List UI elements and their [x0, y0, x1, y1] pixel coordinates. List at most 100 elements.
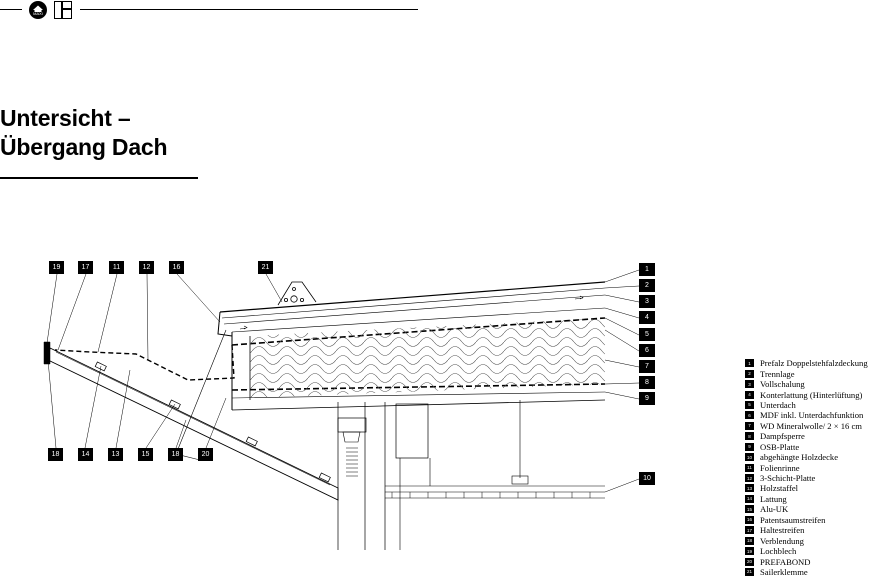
title-underline	[0, 177, 198, 179]
svg-text:18: 18	[172, 451, 180, 458]
legend-number: 20	[745, 557, 754, 566]
legend-number: 6	[745, 411, 754, 420]
legend-number: 2	[745, 369, 754, 378]
svg-text:2: 2	[645, 282, 649, 289]
svg-text:17: 17	[82, 264, 90, 271]
legend-number: 7	[745, 421, 754, 430]
callout-tag: 19	[49, 261, 64, 274]
svg-text:5: 5	[645, 331, 649, 338]
layer-separation	[221, 287, 606, 319]
page-title-line2: Übergang Dach	[0, 134, 168, 160]
legend-label: Holzstaffel	[760, 483, 799, 494]
callout-tag: 7	[639, 360, 655, 373]
callout-tag: 16	[169, 261, 184, 274]
legend-label: Trennlage	[760, 368, 795, 379]
legend-item: 2 Trennlage	[745, 368, 872, 379]
legend-label: Prefalz Doppelstehfalzdeckung	[760, 358, 868, 369]
callout-tag: 3	[639, 295, 655, 308]
legend-number: 12	[745, 474, 754, 483]
legend-label: OSB-Platte	[760, 441, 800, 452]
callout-tag: 2	[639, 279, 655, 292]
legend-item: 9 OSB-Platte	[745, 442, 872, 452]
callout-tags-right: 1 2 3 4 5 6 7 8 9 10	[639, 263, 655, 485]
svg-text:12: 12	[143, 264, 151, 271]
legend-label: Haltestreifen	[760, 525, 805, 536]
header-line-left	[0, 9, 22, 10]
legend-label: Alu-UK	[760, 504, 789, 515]
legend-number: 5	[745, 400, 754, 409]
legend-number: 4	[745, 390, 754, 399]
ventilation-arrow	[574, 295, 584, 300]
callout-tag: 5	[639, 328, 655, 341]
legend-item: 7 WD Mineralwolle/ 2 × 16 cm	[745, 421, 872, 431]
legend-label: MDF inkl. Unterdachfunktion	[760, 410, 864, 421]
legend-item: 6 MDF inkl. Unterdachfunktion	[745, 410, 872, 420]
callout-tag: 8	[639, 376, 655, 389]
eave-flashing	[54, 311, 235, 381]
legend-label: Folienrinne	[760, 462, 800, 473]
legend-label: Verblendung	[760, 535, 804, 546]
callout-tag: 10	[639, 472, 655, 485]
legend-number: 17	[745, 526, 754, 535]
legend-label: abgehängte Holzdecke	[760, 452, 839, 463]
legend-label: Vollschalung	[760, 379, 805, 390]
legend-item: 10 abgehängte Holzdecke	[745, 452, 872, 462]
header-line-right	[80, 9, 418, 10]
callout-tags-top: 19 17 11 12 16 21	[49, 261, 273, 274]
svg-text:16: 16	[173, 264, 181, 271]
legend-label: WD Mineralwolle/ 2 × 16 cm	[760, 420, 862, 431]
legend-label: Lattung	[760, 493, 787, 504]
svg-text:4: 4	[645, 314, 649, 321]
sailer-clamp	[277, 281, 317, 306]
legend-label: Konterlattung (Hinterlüftung)	[760, 389, 863, 400]
callout-tag: 18	[168, 448, 183, 461]
svg-text:1: 1	[645, 266, 649, 273]
page-title-line1: Untersicht –	[0, 105, 131, 131]
legend-number: 8	[745, 432, 754, 441]
callout-tags-bottom: 18 14 13 15 18 20	[48, 448, 213, 461]
svg-text:7: 7	[645, 363, 649, 370]
wall-structure	[337, 400, 529, 550]
svg-text:18: 18	[52, 451, 60, 458]
legend-number: 18	[745, 536, 754, 545]
logo-text: MAXI	[33, 11, 43, 16]
svg-text:20: 20	[202, 451, 210, 458]
legend-number: 21	[745, 567, 754, 576]
legend-number: 9	[745, 442, 754, 451]
legend-number: 3	[745, 380, 754, 389]
legend-number: 13	[745, 484, 754, 493]
house-shape	[33, 5, 43, 12]
house-logo-icon: MAXI	[29, 1, 47, 19]
callout-tag: 20	[198, 448, 213, 461]
legend-item: 17 Haltestreifen	[745, 525, 872, 535]
legend-item: 15 Alu-UK	[745, 504, 872, 514]
legend-item: 20 PREFABOND	[745, 556, 872, 567]
layer-bottom	[231, 399, 606, 411]
legend-number: 11	[745, 463, 754, 472]
callout-tag: 1	[639, 263, 655, 276]
legend-number: 10	[745, 453, 754, 462]
legend-label: PREFABOND	[760, 556, 811, 567]
callout-tag: 12	[139, 261, 154, 274]
legend-number: 14	[745, 494, 754, 503]
legend-item: 8 Dampfsperre	[745, 431, 872, 441]
leader-lines	[46, 269, 640, 493]
svg-text:6: 6	[645, 347, 649, 354]
callout-tag: 11	[109, 261, 124, 274]
legend-item: 4 Konterlattung (Hinterlüftung)	[745, 389, 872, 400]
legend-item: 14 Lattung	[745, 494, 872, 504]
svg-text:15: 15	[142, 451, 150, 458]
layer-standing-seam	[219, 281, 606, 313]
callout-tag: 14	[78, 448, 93, 461]
callout-tag: 4	[639, 311, 655, 324]
legend-item: 18 Verblendung	[745, 535, 872, 546]
svg-text:11: 11	[113, 264, 120, 271]
legend-label: Dampfsperre	[760, 431, 805, 442]
callout-tag: 9	[639, 392, 655, 405]
legend-number: 15	[745, 505, 754, 514]
callout-tag: 18	[48, 448, 63, 461]
